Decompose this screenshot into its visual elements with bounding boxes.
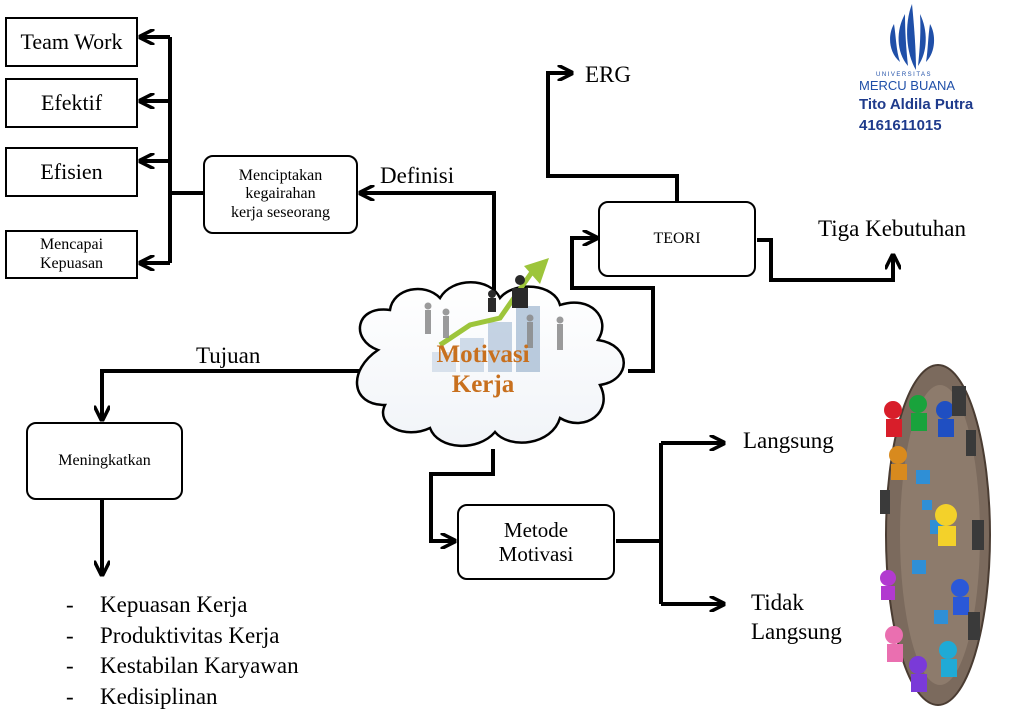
edge-label-definisi: Definisi	[380, 163, 455, 188]
node-metode-motivasi: Metode Motivasi	[457, 504, 615, 580]
node-menciptakan-line2: kegairahan	[245, 185, 316, 203]
bullet-text: Produktivitas Kerja	[100, 622, 280, 648]
tujuan-bullet-list: -Kepuasan Kerja -Produktivitas Kerja -Ke…	[66, 590, 299, 712]
node-tidak-langsung: Tidak Langsung	[751, 588, 842, 646]
node-metode-line1: Metode	[503, 517, 569, 542]
business-silhouettes-icon	[424, 258, 564, 372]
bullet-text: Kedisiplinan	[100, 683, 218, 709]
node-menciptakan-line1: Menciptakan	[238, 166, 323, 184]
node-efisien: Efisien	[5, 147, 138, 197]
bullet-text: Kestabilan Karyawan	[100, 653, 299, 678]
node-erg: ERG	[585, 62, 631, 87]
node-tidak-line2: Langsung	[751, 619, 842, 644]
center-label: Motivasi Kerja	[403, 340, 563, 400]
university-logo-icon	[890, 4, 935, 70]
student-id: 4161611015	[859, 117, 942, 134]
node-efektif-label: Efektif	[40, 90, 103, 116]
node-meningkatkan: Meningkatkan	[26, 422, 183, 500]
bullet-item: - Kepuasan Kerja	[66, 590, 299, 621]
edge-label-tujuan: Tujuan	[196, 343, 261, 368]
bullet-item: -Produktivitas Kerja	[66, 621, 299, 652]
bullet-text: Kepuasan Kerja	[100, 592, 248, 617]
node-team-work-label: Team Work	[20, 29, 123, 55]
node-tiga-kebutuhan: Tiga Kebutuhan	[818, 216, 967, 241]
center-label-line2: Kerja	[451, 371, 515, 398]
node-teori: TEORI	[598, 201, 756, 277]
bullet-marker: -	[66, 683, 74, 709]
center-label-line1: Motivasi	[436, 341, 530, 368]
node-meningkatkan-label: Meningkatkan	[58, 451, 151, 469]
logo-university-small: UNIVERSITAS	[876, 72, 933, 78]
bullet-item: - Kestabilan Karyawan	[66, 651, 299, 682]
connector-definisi-items	[140, 37, 203, 263]
node-teori-label: TEORI	[653, 229, 701, 247]
bullet-marker: -	[66, 653, 74, 678]
node-langsung: Langsung	[743, 428, 834, 453]
node-efisien-label: Efisien	[40, 159, 103, 185]
connector-metode	[429, 443, 724, 604]
node-team-work: Team Work	[5, 17, 138, 67]
connector-teori	[546, 73, 893, 373]
node-mencapai-line2: Kepuasan	[39, 254, 104, 272]
bullet-marker: -	[66, 622, 74, 648]
bullet-item: -Kedisiplinan	[66, 682, 299, 713]
node-efektif: Efektif	[5, 78, 138, 128]
node-mencapai-kepuasan: Mencapai Kepuasan	[5, 230, 138, 279]
connector-tujuan	[102, 369, 360, 575]
node-menciptakan-kegairahan: Menciptakan kegairahan kerja seseorang	[203, 155, 358, 234]
round-table-meeting-icon	[880, 364, 991, 706]
bullet-marker: -	[66, 592, 74, 617]
logo-university-name: MERCU BUANA	[859, 78, 956, 93]
author-name: Tito Aldila Putra	[859, 96, 974, 113]
connector-definisi	[360, 193, 496, 290]
node-metode-line2: Motivasi	[498, 542, 574, 566]
node-mencapai-line1: Mencapai	[39, 236, 104, 254]
node-tidak-line1: Tidak	[751, 590, 804, 615]
node-menciptakan-line3: kerja seseorang	[230, 203, 331, 221]
